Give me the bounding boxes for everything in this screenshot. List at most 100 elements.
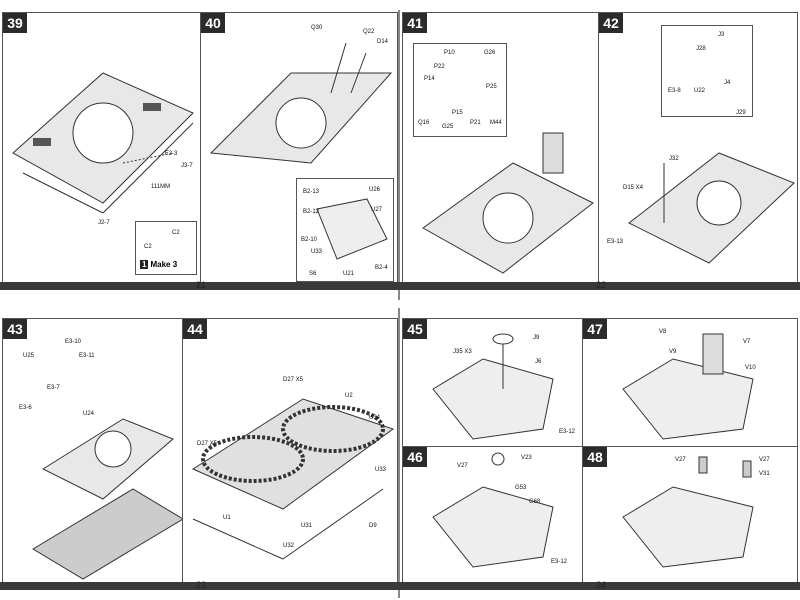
label-v27: V27 [457, 463, 468, 469]
label-b2-13: B2-13 [303, 189, 320, 195]
label-p10: P10 [444, 50, 455, 56]
label-b2-4: B2-4 [375, 265, 388, 271]
label-j35x3: J35 X3 [453, 349, 472, 355]
label-e3-10: E3-10 [65, 339, 82, 345]
step-40-number: 40 [201, 13, 225, 33]
label-v27-b: V27 [759, 457, 770, 463]
step-48-panel: 48 V27 V27 V31 [582, 446, 798, 584]
label-u27: U27 [371, 207, 383, 213]
label-d15x4: D15 X4 [623, 185, 644, 191]
step-45-number: 45 [403, 319, 427, 339]
label-d27x5-a: D27 X5 [283, 377, 304, 383]
hull-drawing-icon [209, 42, 393, 164]
label-q16: Q16 [418, 120, 430, 126]
hull-drawing-icon [628, 152, 795, 264]
spine-top [398, 10, 400, 300]
label-j3: J3 [718, 32, 725, 38]
label-p22: P22 [434, 64, 445, 70]
label-v9: V9 [669, 349, 677, 355]
label-e3-13: E3-13 [607, 239, 624, 245]
label-v8: V8 [659, 329, 667, 335]
step-46-panel: 46 V23 V27 G53 G68 E3-12 [402, 446, 584, 584]
step-43-panel: 43 E3-10 U25 E3-11 E3-7 E3-6 U24 [2, 318, 184, 584]
label-u2: U2 [345, 393, 353, 399]
step-42-panel: 42 J3 J28 J4 E3-8 U22 J29 J32 D15 X4 E3-… [598, 12, 798, 284]
track-assembly-drawing-icon [191, 398, 395, 560]
label-p25: P25 [486, 84, 497, 90]
label-g53: G53 [515, 485, 527, 491]
label-j29: J29 [736, 110, 746, 116]
label-c2-b: C2 [144, 244, 152, 250]
label-g26: G26 [484, 50, 496, 56]
label-v10: V10 [745, 365, 756, 371]
turret-drawing-icon [432, 333, 554, 440]
label-u21: U21 [343, 271, 355, 277]
label-e3-12: E3-12 [559, 429, 576, 435]
label-e3-7: E3-7 [47, 385, 60, 391]
label-j2-7: J2-7 [98, 220, 110, 226]
label-f2-3: F2-3 [165, 151, 178, 157]
label-d27x5-b: D27 X5 [197, 441, 218, 447]
step-48-number: 48 [583, 447, 607, 467]
turret-drawing-icon [432, 452, 554, 568]
label-j32: J32 [669, 156, 679, 162]
label-e3-6: E3-6 [19, 405, 32, 411]
label-d14: D14 [377, 39, 389, 45]
label-d9: D9 [369, 523, 377, 529]
label-g25: G25 [442, 124, 454, 130]
label-p14: P14 [424, 76, 435, 82]
label-u31: U31 [301, 523, 313, 529]
step-44-panel: 44 D27 X5 U2 U34 D27 X5 U33 U1 U31 U32 D… [182, 318, 398, 584]
bottom-spread: 43 E3-10 U25 E3-11 E3-7 E3-6 U24 44 D27 … [0, 308, 800, 598]
label-u34: U34 [369, 415, 381, 421]
step-46-number: 46 [403, 447, 427, 467]
step-41-number: 41 [403, 13, 427, 33]
step-41-callout: P10 G26 P22 P14 P25 P15 Q16 G25 P21 M44 [413, 43, 507, 137]
step-39-number: 39 [3, 13, 27, 33]
label-g68: G68 [529, 499, 541, 505]
label-111mm: 111MM [151, 184, 171, 190]
step-44-number: 44 [183, 319, 207, 339]
label-u1: U1 [223, 515, 231, 521]
label-m44: M44 [490, 120, 502, 126]
page-number-24: 24 [596, 580, 607, 590]
page-number-21: 21 [196, 280, 207, 290]
spread-gap [0, 300, 800, 308]
label-c2-a: C2 [172, 230, 180, 236]
label-j28: J28 [696, 46, 706, 52]
label-e3-12-b: E3-12 [551, 559, 568, 565]
step-47-number: 47 [583, 319, 607, 339]
label-u33: U33 [311, 249, 323, 255]
bottom-footer-bar [0, 582, 800, 590]
turret-drawing-icon [622, 456, 754, 568]
label-u32: U32 [283, 543, 295, 549]
label-p21: P21 [470, 120, 481, 126]
label-b2-10: B2-10 [301, 237, 318, 243]
page-number-23: 23 [196, 580, 207, 590]
top-footer-bar [0, 282, 800, 290]
label-e3-11: E3-11 [79, 353, 95, 359]
label-b2-12: B2-12 [303, 209, 320, 215]
label-j6: J6 [535, 359, 542, 365]
page-number-22: 22 [596, 280, 607, 290]
label-s6: S6 [309, 271, 317, 277]
label-v23: V23 [521, 455, 532, 461]
label-j3-7: J3-7 [181, 163, 193, 169]
hull-drawing-icon [422, 132, 594, 274]
step-40-panel: 40 Q30 Q22 D14 B2-13 U26 B2-12 U27 B2-10… [200, 12, 398, 284]
step-42-number: 42 [599, 13, 623, 33]
hull-drawing-icon [12, 72, 194, 214]
step-45-panel: 45 J9 J35 X3 J6 E3-12 [402, 318, 584, 448]
label-j9: J9 [533, 335, 540, 341]
label-v27-a: V27 [675, 457, 686, 463]
turret-drawing-icon [622, 333, 754, 440]
label-j4: J4 [724, 80, 731, 86]
step-47-panel: 47 V8 V7 V9 V10 [582, 318, 798, 448]
hull-drawing-icon [32, 418, 183, 580]
label-u33: U33 [375, 467, 387, 473]
step-42-callout: J3 J28 J4 E3-8 U22 J29 [661, 25, 753, 117]
label-u26: U26 [369, 187, 381, 193]
